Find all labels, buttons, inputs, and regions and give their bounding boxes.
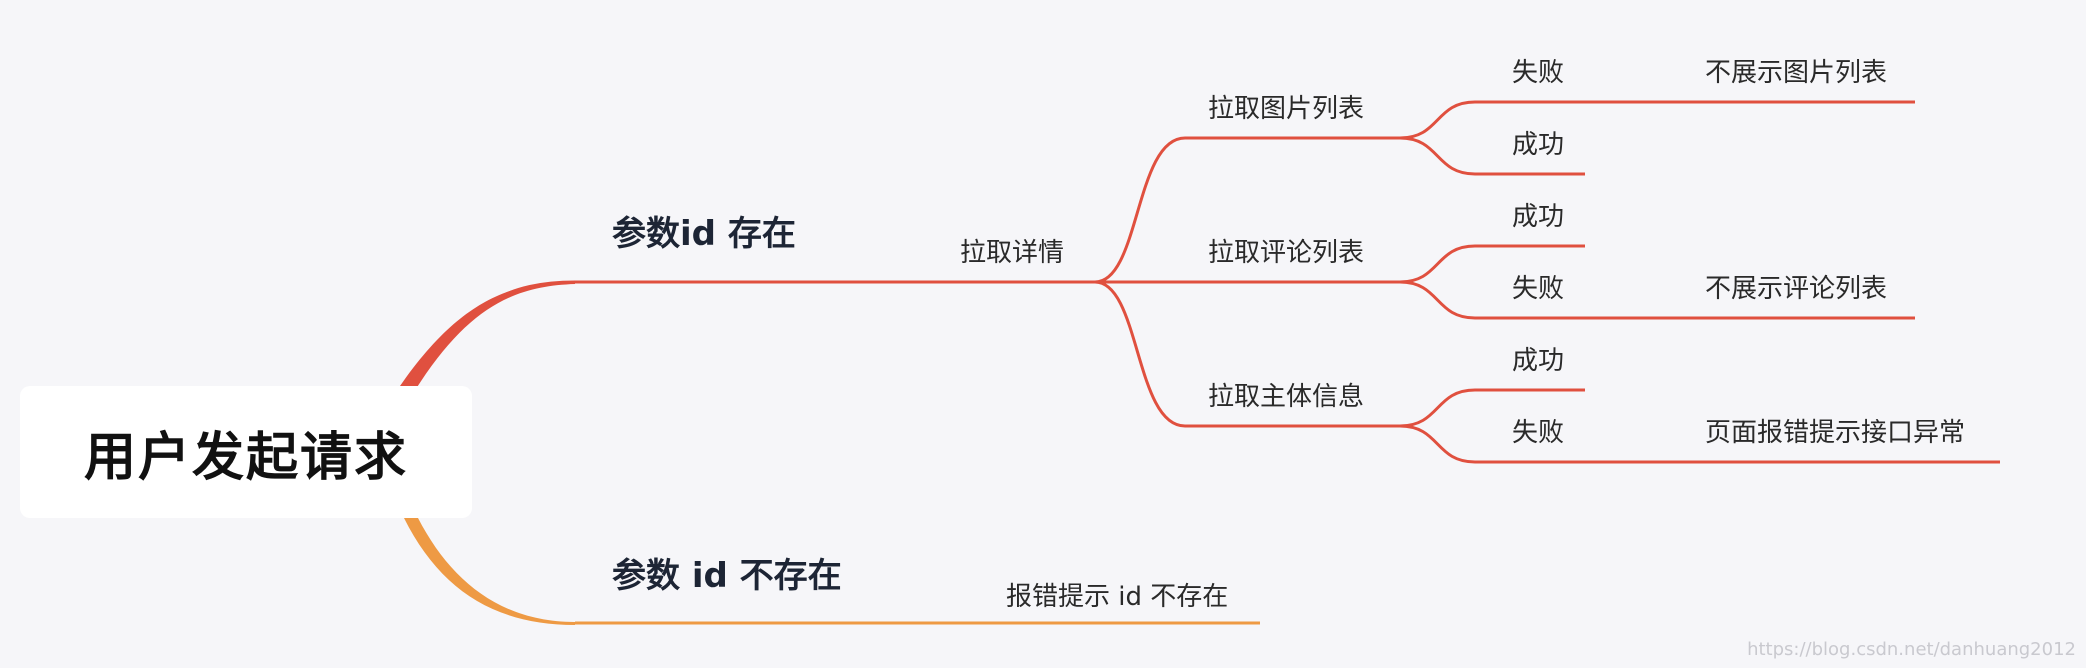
node-subject-fail-result[interactable]: 页面报错提示接口异常: [1705, 418, 1966, 448]
node-images-fail[interactable]: 失败: [1512, 58, 1565, 88]
root-node-label: 用户发起请求: [83, 427, 408, 488]
node-missing-result[interactable]: 报错提示 id 不存在: [1006, 582, 1229, 612]
node-comments-fail[interactable]: 失败: [1512, 274, 1565, 304]
node-fetch-comments[interactable]: 拉取评论列表: [1208, 238, 1365, 268]
node-images-success[interactable]: 成功: [1512, 130, 1565, 160]
connector-detail-images: [1094, 136, 1186, 284]
node-images-fail-result[interactable]: 不展示图片列表: [1705, 58, 1888, 88]
node-fetch-images[interactable]: 拉取图片列表: [1208, 94, 1365, 124]
connector-detail-subject: [1094, 280, 1186, 428]
node-subject-success[interactable]: 成功: [1512, 346, 1565, 376]
node-comments-success[interactable]: 成功: [1512, 202, 1565, 232]
node-subject-fail[interactable]: 失败: [1512, 418, 1565, 448]
connector-comments-fail: [1399, 280, 1476, 320]
watermark: https://blog.csdn.net/danhuang2012: [1747, 639, 2076, 660]
connector-root-missing: [404, 518, 575, 625]
root-node[interactable]: 用户发起请求: [20, 386, 472, 518]
node-fetch-subject[interactable]: 拉取主体信息: [1208, 382, 1365, 412]
connector-images-fail: [1399, 100, 1476, 140]
connector-subject-fail: [1399, 424, 1476, 464]
node-comments-fail-result[interactable]: 不展示评论列表: [1705, 274, 1888, 304]
connector-subject-success: [1399, 388, 1476, 428]
connector-comments-success: [1399, 244, 1476, 284]
connector-root-exists: [400, 281, 575, 392]
connector-images-success: [1399, 136, 1476, 176]
node-fetch-detail[interactable]: 拉取详情: [960, 238, 1065, 268]
node-id-missing[interactable]: 参数 id 不存在: [612, 556, 842, 596]
node-id-exists[interactable]: 参数id 存在: [612, 214, 796, 254]
connector-root-exists-line: [403, 280, 576, 391]
